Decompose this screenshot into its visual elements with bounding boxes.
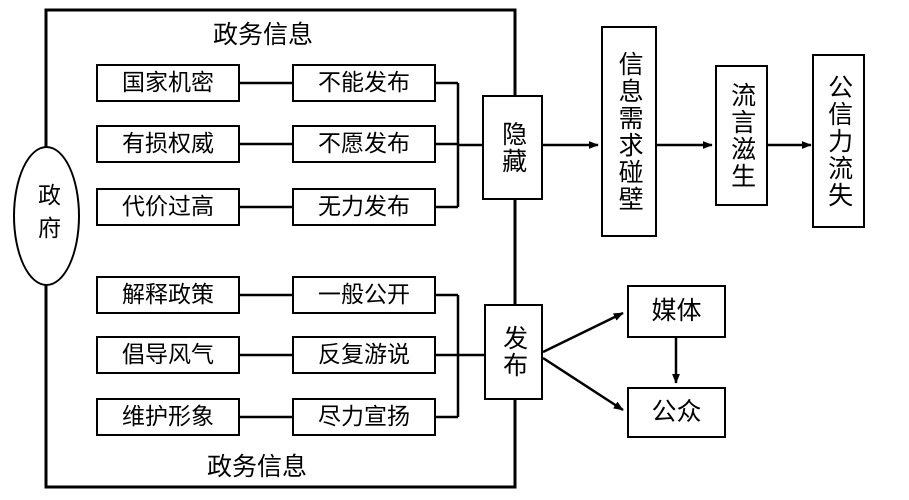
audience-media[interactable]: 媒体 bbox=[627, 285, 726, 338]
title-bottom: 政务信息 bbox=[207, 452, 308, 481]
link-lines-released bbox=[240, 293, 292, 419]
consequence-info-demand-blocked[interactable]: 信息需求碰壁 bbox=[601, 26, 657, 237]
consequence-credibility-loss[interactable]: 公信力流失 bbox=[812, 54, 865, 228]
release-arrows bbox=[542, 311, 680, 412]
bracket-hidden bbox=[436, 81, 482, 209]
reason-box-maintain-image[interactable]: 维护形象 bbox=[96, 398, 240, 436]
hub-release[interactable]: 发布 bbox=[484, 304, 543, 400]
action-box-unwilling-publish[interactable]: 不愿发布 bbox=[292, 125, 436, 163]
reason-box-harms-authority[interactable]: 有损权威 bbox=[96, 125, 240, 163]
outer-frame bbox=[44, 8, 517, 489]
link-lines-hidden bbox=[240, 81, 292, 209]
audience-public[interactable]: 公众 bbox=[627, 387, 726, 438]
reason-box-explain-policy[interactable]: 解释政策 bbox=[96, 276, 240, 314]
action-box-repeated-persuasion[interactable]: 反复游说 bbox=[292, 336, 436, 374]
reason-box-state-secret[interactable]: 国家机密 bbox=[96, 64, 240, 102]
hub-hide[interactable]: 隐藏 bbox=[482, 95, 543, 200]
reason-box-cost-too-high[interactable]: 代价过高 bbox=[96, 188, 240, 226]
consequence-rumor-growth[interactable]: 流言滋生 bbox=[715, 65, 768, 206]
title-top: 政务信息 bbox=[213, 20, 314, 49]
action-box-general-disclosure[interactable]: 一般公开 bbox=[292, 276, 436, 314]
action-box-cannot-publish[interactable]: 不能发布 bbox=[292, 64, 436, 102]
action-box-unable-publish[interactable]: 无力发布 bbox=[292, 188, 436, 226]
reason-box-advocate-ethos[interactable]: 倡导风气 bbox=[96, 336, 240, 374]
bracket-released bbox=[436, 293, 484, 419]
action-box-full-promotion[interactable]: 尽力宣扬 bbox=[292, 398, 436, 436]
actor-government[interactable]: 政府 bbox=[13, 146, 80, 286]
